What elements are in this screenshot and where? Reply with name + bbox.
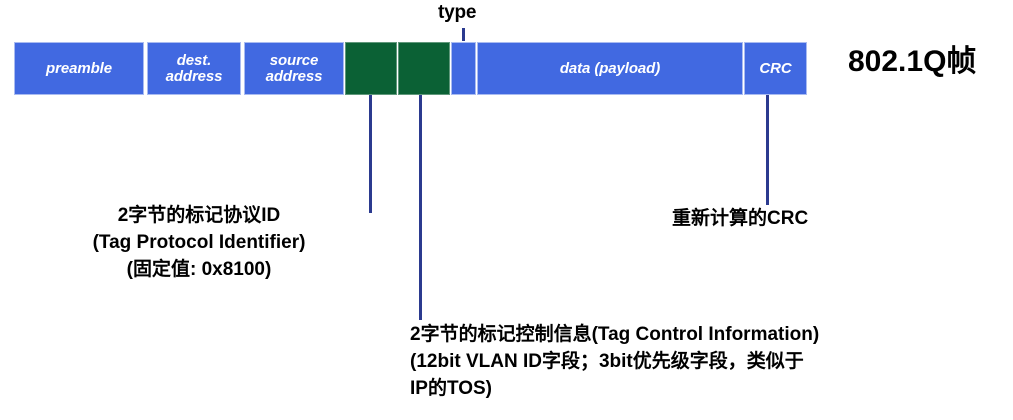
frame-field-tci bbox=[398, 42, 450, 95]
frame-field-source-address: source address bbox=[244, 42, 344, 95]
tci-leader-line bbox=[419, 95, 422, 320]
tci-annotation: 2字节的标记控制信息(Tag Control Information) (12b… bbox=[410, 324, 820, 399]
crc-annotation: 重新计算的CRC bbox=[672, 208, 809, 229]
frame-field-preamble: preamble bbox=[14, 42, 144, 95]
frame-field-dest-address: dest. address bbox=[147, 42, 241, 95]
frame-field-data-payload: data (payload) bbox=[477, 42, 743, 95]
tpid-annotation: 2字节的标记协议ID (Tag Protocol Identifier) (固定… bbox=[92, 205, 306, 280]
frame-title-label: 802.1Q帧 bbox=[848, 45, 977, 78]
tpid-leader-line bbox=[369, 95, 372, 213]
ethernet-frame-strip: preamble dest. address source address da… bbox=[14, 42, 807, 95]
frame-field-type bbox=[451, 42, 476, 95]
crc-leader-line bbox=[766, 95, 769, 205]
type-leader-tick bbox=[462, 28, 465, 41]
frame-field-tpid bbox=[345, 42, 397, 95]
type-field-label: type bbox=[438, 2, 477, 23]
frame-field-crc: CRC bbox=[744, 42, 807, 95]
